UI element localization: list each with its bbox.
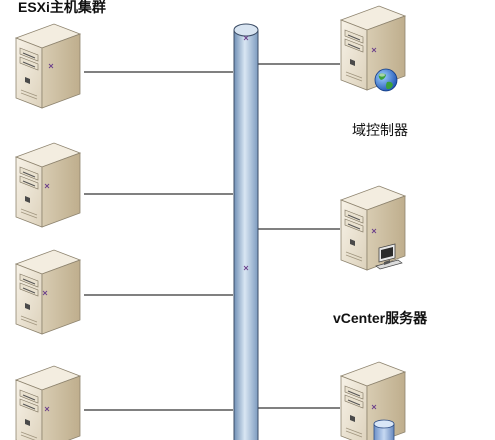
globe-icon (374, 68, 398, 92)
esxi-host-2 (15, 142, 81, 228)
storage-server (340, 361, 406, 440)
esxi-host-4 (15, 365, 81, 440)
host-connectors (84, 71, 233, 411)
domain-controller-server (340, 5, 406, 92)
server-icon (15, 249, 81, 335)
server-connectors (258, 63, 340, 409)
server-icon (15, 23, 81, 109)
server-icon (340, 361, 406, 440)
database-icon (373, 419, 395, 440)
cluster-title: ESXi主机集群 (18, 0, 106, 15)
network-bus (233, 23, 259, 440)
workstation-icon (375, 243, 403, 270)
vcenter-server (340, 185, 406, 271)
vcenter-label: vCenter服务器 (333, 310, 428, 326)
esxi-host-3 (15, 249, 81, 335)
domain-controller-label: 域控制器 (352, 122, 408, 138)
esxi-host-1 (15, 23, 81, 109)
server-icon (15, 365, 81, 440)
